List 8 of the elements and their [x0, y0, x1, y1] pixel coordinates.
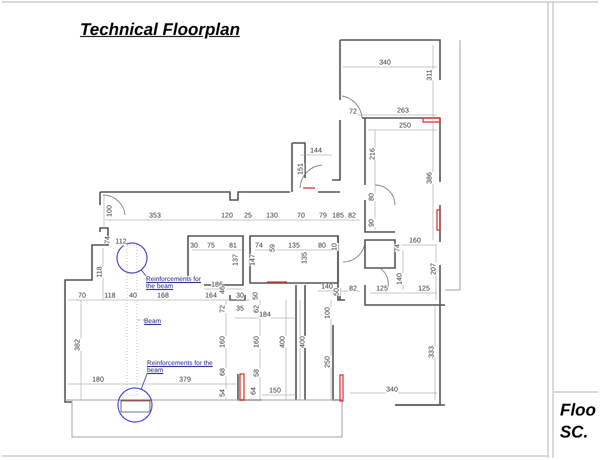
beam-outline: [126, 244, 138, 396]
highlight-circle: [118, 388, 152, 422]
leader-line: [140, 374, 148, 390]
title: Technical Floorplan: [80, 20, 240, 40]
leader-line: [140, 269, 146, 276]
title-block-text: Floo: [560, 402, 596, 418]
title-block-text: SC.: [560, 424, 588, 440]
highlight-circle: [116, 242, 148, 274]
